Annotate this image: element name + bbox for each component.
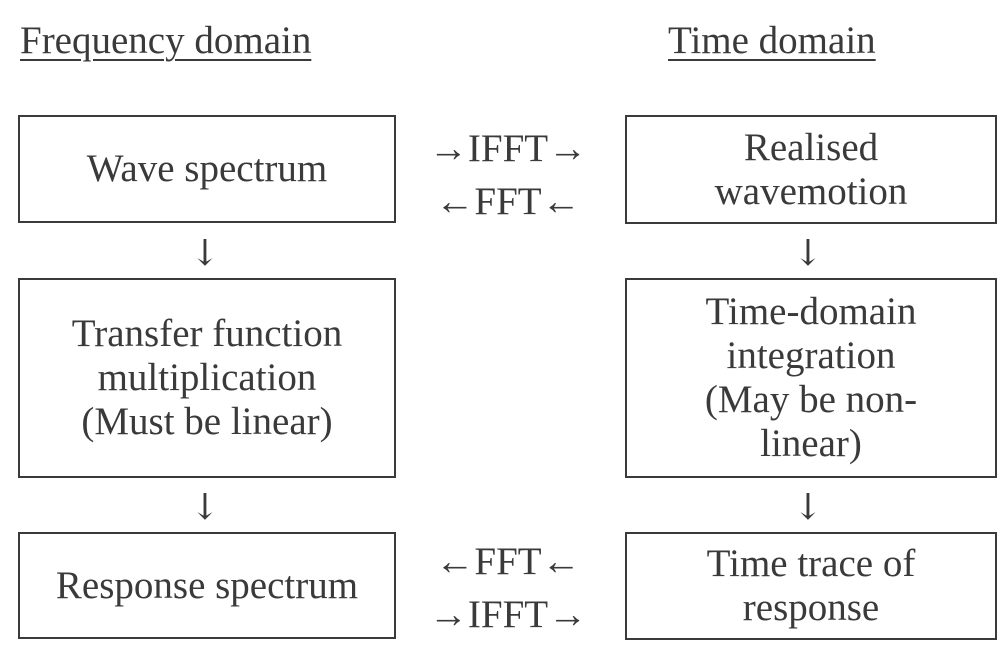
- integration-line-1: Time-domain: [705, 290, 917, 333]
- wave-spectrum-box: Wave spectrum: [18, 115, 396, 223]
- time-trace-box: Time trace of response: [625, 532, 997, 640]
- transfer-function-box: Transfer function multiplication (Must b…: [18, 278, 396, 478]
- ifft-link-top: →IFFT→: [428, 127, 588, 170]
- time-domain-heading: Time domain: [668, 19, 876, 62]
- wave-spectrum-line-1: Wave spectrum: [86, 147, 328, 190]
- time-domain-integration-box: Time-domain integration (May be non- lin…: [625, 278, 997, 478]
- down-arrow-icon: ↓: [189, 487, 221, 528]
- fft-link-bottom: ←FFT←: [435, 540, 581, 583]
- ifft-link-bottom: →IFFT→: [428, 593, 588, 636]
- time-trace-line-1: Time trace of: [706, 542, 916, 585]
- transfer-function-line-3: (Must be linear): [81, 400, 333, 443]
- response-spectrum-line-1: Response spectrum: [55, 563, 359, 607]
- fft-link-top: ←FFT←: [435, 180, 581, 223]
- integration-line-4: linear): [760, 422, 862, 465]
- time-trace-line-2: response: [742, 586, 880, 629]
- transfer-function-line-2: multiplication: [97, 356, 317, 399]
- transfer-function-line-1: Transfer function: [71, 312, 343, 355]
- realised-wavemotion-line-1: Realised: [743, 125, 879, 169]
- realised-wavemotion-line-2: wavemotion: [714, 169, 908, 213]
- integration-line-2: integration: [726, 334, 896, 377]
- realised-wavemotion-box: Realised wavemotion: [625, 115, 997, 224]
- integration-line-3: (May be non-: [704, 378, 918, 421]
- down-arrow-icon: ↓: [792, 233, 824, 274]
- down-arrow-icon: ↓: [792, 487, 824, 528]
- frequency-domain-heading: Frequency domain: [20, 19, 312, 62]
- response-spectrum-box: Response spectrum: [18, 532, 396, 639]
- down-arrow-icon: ↓: [189, 233, 221, 274]
